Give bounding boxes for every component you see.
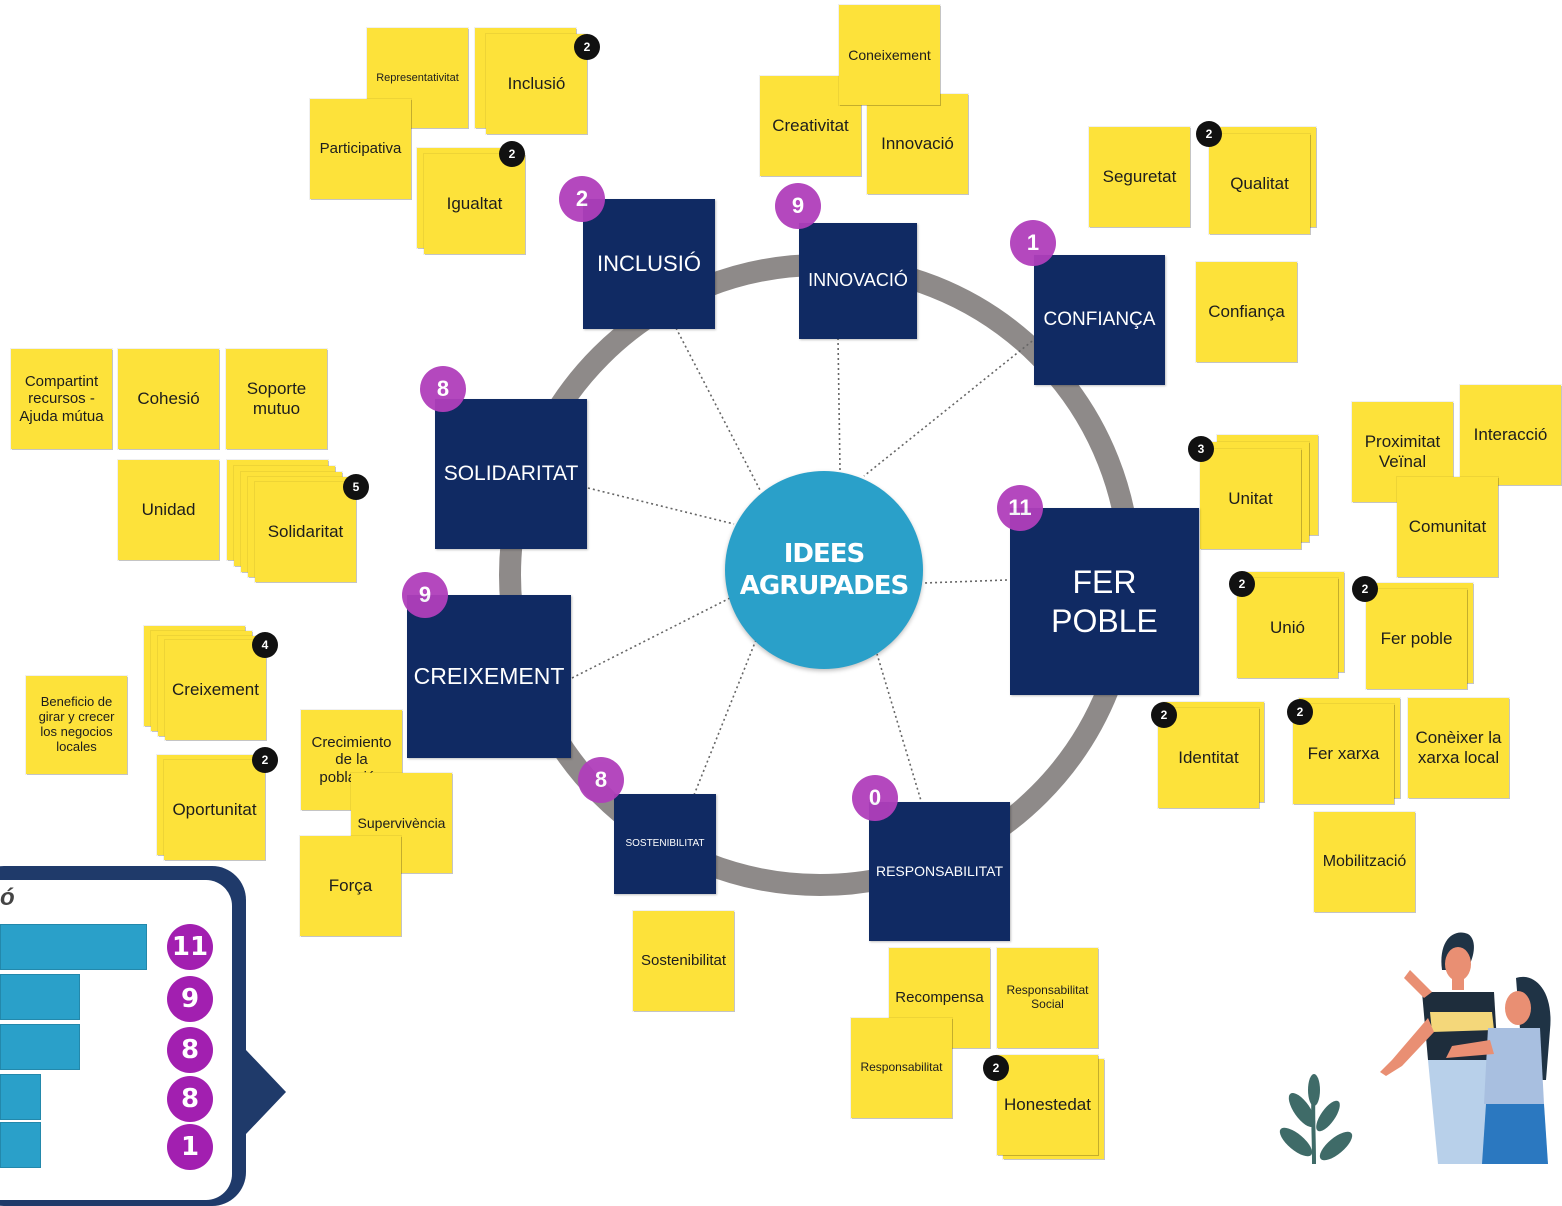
category-creixement[interactable]: CREIXEMENT: [407, 595, 571, 758]
sticky-note[interactable]: Solidaritat: [255, 482, 356, 582]
sticky-note[interactable]: Unitat: [1200, 449, 1301, 549]
stack-count-badge: 2: [983, 1055, 1009, 1081]
stack-count-badge: 2: [1229, 571, 1255, 597]
stack-count-badge: 2: [252, 747, 278, 773]
ranking-bar: [0, 1074, 41, 1120]
stack-count-badge: 2: [1196, 121, 1222, 147]
affinity-board: Representativitat Inclusió 2 Participati…: [0, 5, 1561, 1206]
stack-count-badge: 2: [499, 141, 525, 167]
category-count-badge: 2: [559, 176, 605, 222]
connector-sostenibilitat: [693, 639, 757, 796]
sticky-note[interactable]: Conèixer la xarxa local: [1408, 698, 1509, 798]
woman-figure: [1446, 976, 1551, 1164]
sticky-note[interactable]: Identitat: [1158, 708, 1259, 808]
people-illustration: [1279, 932, 1551, 1164]
category-count-badge: 8: [578, 757, 624, 803]
sticky-note[interactable]: Sostenibilitat: [633, 911, 734, 1011]
stack-count-badge: 3: [1188, 436, 1214, 462]
ranking-bar: [0, 1122, 41, 1168]
sticky-note[interactable]: Fer poble: [1366, 589, 1467, 689]
sticky-note[interactable]: Responsabilitat: [851, 1018, 952, 1118]
category-count-badge: 9: [775, 183, 821, 229]
ranking-bar: [0, 924, 147, 970]
sticky-note[interactable]: Innovació: [867, 94, 968, 194]
category-count-badge: 8: [420, 366, 466, 412]
plant-illustration: [1279, 1074, 1353, 1164]
ranking-bar: [0, 974, 80, 1020]
stack-count-badge: 2: [1352, 576, 1378, 602]
sticky-note[interactable]: Creixement: [165, 640, 266, 740]
sticky-note[interactable]: Comunitat: [1397, 477, 1498, 577]
ranking-panel-pointer: [246, 1050, 286, 1134]
stack-count-badge: 2: [574, 34, 600, 60]
category-sostenibilitat[interactable]: SOSTENIBILITAT: [614, 794, 716, 894]
sticky-note[interactable]: Unidad: [118, 460, 219, 560]
category-fer-poble[interactable]: FER POBLE: [1010, 508, 1199, 695]
sticky-note[interactable]: Confiança: [1196, 262, 1297, 362]
sticky-note[interactable]: Beneficio de girar y crecer los negocios…: [26, 676, 127, 774]
connector-confianca: [863, 337, 1037, 477]
ranking-bar: [0, 1024, 80, 1070]
connector-responsabilitat: [876, 653, 923, 805]
stack-count-badge: 2: [1151, 702, 1177, 728]
sticky-note[interactable]: Responsabilitat Social: [997, 948, 1098, 1048]
category-responsabilitat[interactable]: RESPONSABILITAT: [869, 802, 1010, 941]
ranking-value: 11: [167, 924, 213, 970]
sticky-note[interactable]: Fer xarxa: [1293, 704, 1394, 804]
sticky-note[interactable]: Igualtat: [424, 154, 525, 254]
ranking-value: 8: [167, 1076, 213, 1122]
sticky-note[interactable]: Inclusió: [486, 34, 587, 134]
sticky-note[interactable]: Seguretat: [1089, 127, 1190, 227]
connector-solidaritat: [587, 487, 735, 525]
ranking-value: 1: [167, 1124, 213, 1170]
sticky-note[interactable]: Mobilització: [1314, 812, 1415, 912]
sticky-note[interactable]: Soporte mutuo: [226, 349, 327, 449]
sticky-note[interactable]: Força: [300, 836, 401, 936]
category-count-badge: 1: [1010, 220, 1056, 266]
category-count-badge: 11: [997, 485, 1043, 531]
category-innovacio[interactable]: INNOVACIÓ: [799, 223, 917, 339]
connector-innovacio: [837, 337, 841, 471]
center-hub[interactable]: IDEES AGRUPADES: [725, 471, 923, 669]
category-count-badge: 0: [852, 775, 898, 821]
sticky-note[interactable]: Qualitat: [1209, 134, 1310, 234]
stack-count-badge: 4: [252, 632, 278, 658]
connector-inclusio: [675, 327, 761, 491]
ranking-value: 8: [167, 1027, 213, 1073]
sticky-note[interactable]: Oportunitat: [164, 760, 265, 860]
sticky-note[interactable]: Interacció: [1460, 385, 1561, 485]
sticky-note[interactable]: Participativa: [310, 99, 411, 199]
connector-creixement: [571, 595, 735, 679]
sticky-note[interactable]: Creativitat: [760, 76, 861, 176]
category-count-badge: 9: [402, 572, 448, 618]
stack-count-badge: 2: [1287, 699, 1313, 725]
stack-count-badge: 5: [343, 474, 369, 500]
sticky-note[interactable]: Cohesió: [118, 349, 219, 449]
sticky-note[interactable]: Compartint recursos - Ajuda mútua: [11, 349, 112, 449]
sticky-note[interactable]: Representativitat: [367, 28, 468, 128]
connector-fer-poble: [923, 579, 1008, 584]
ranking-value: 9: [167, 976, 213, 1022]
category-confianca[interactable]: CONFIANÇA: [1034, 255, 1165, 385]
sticky-note[interactable]: Honestedat: [997, 1055, 1098, 1155]
category-solidaritat[interactable]: SOLIDARITAT: [435, 399, 587, 549]
category-inclusio[interactable]: INCLUSIÓ: [583, 199, 715, 329]
sticky-note[interactable]: Coneixement: [839, 5, 940, 105]
ranking-title: ó: [0, 884, 15, 911]
sticky-note[interactable]: Unió: [1237, 578, 1338, 678]
